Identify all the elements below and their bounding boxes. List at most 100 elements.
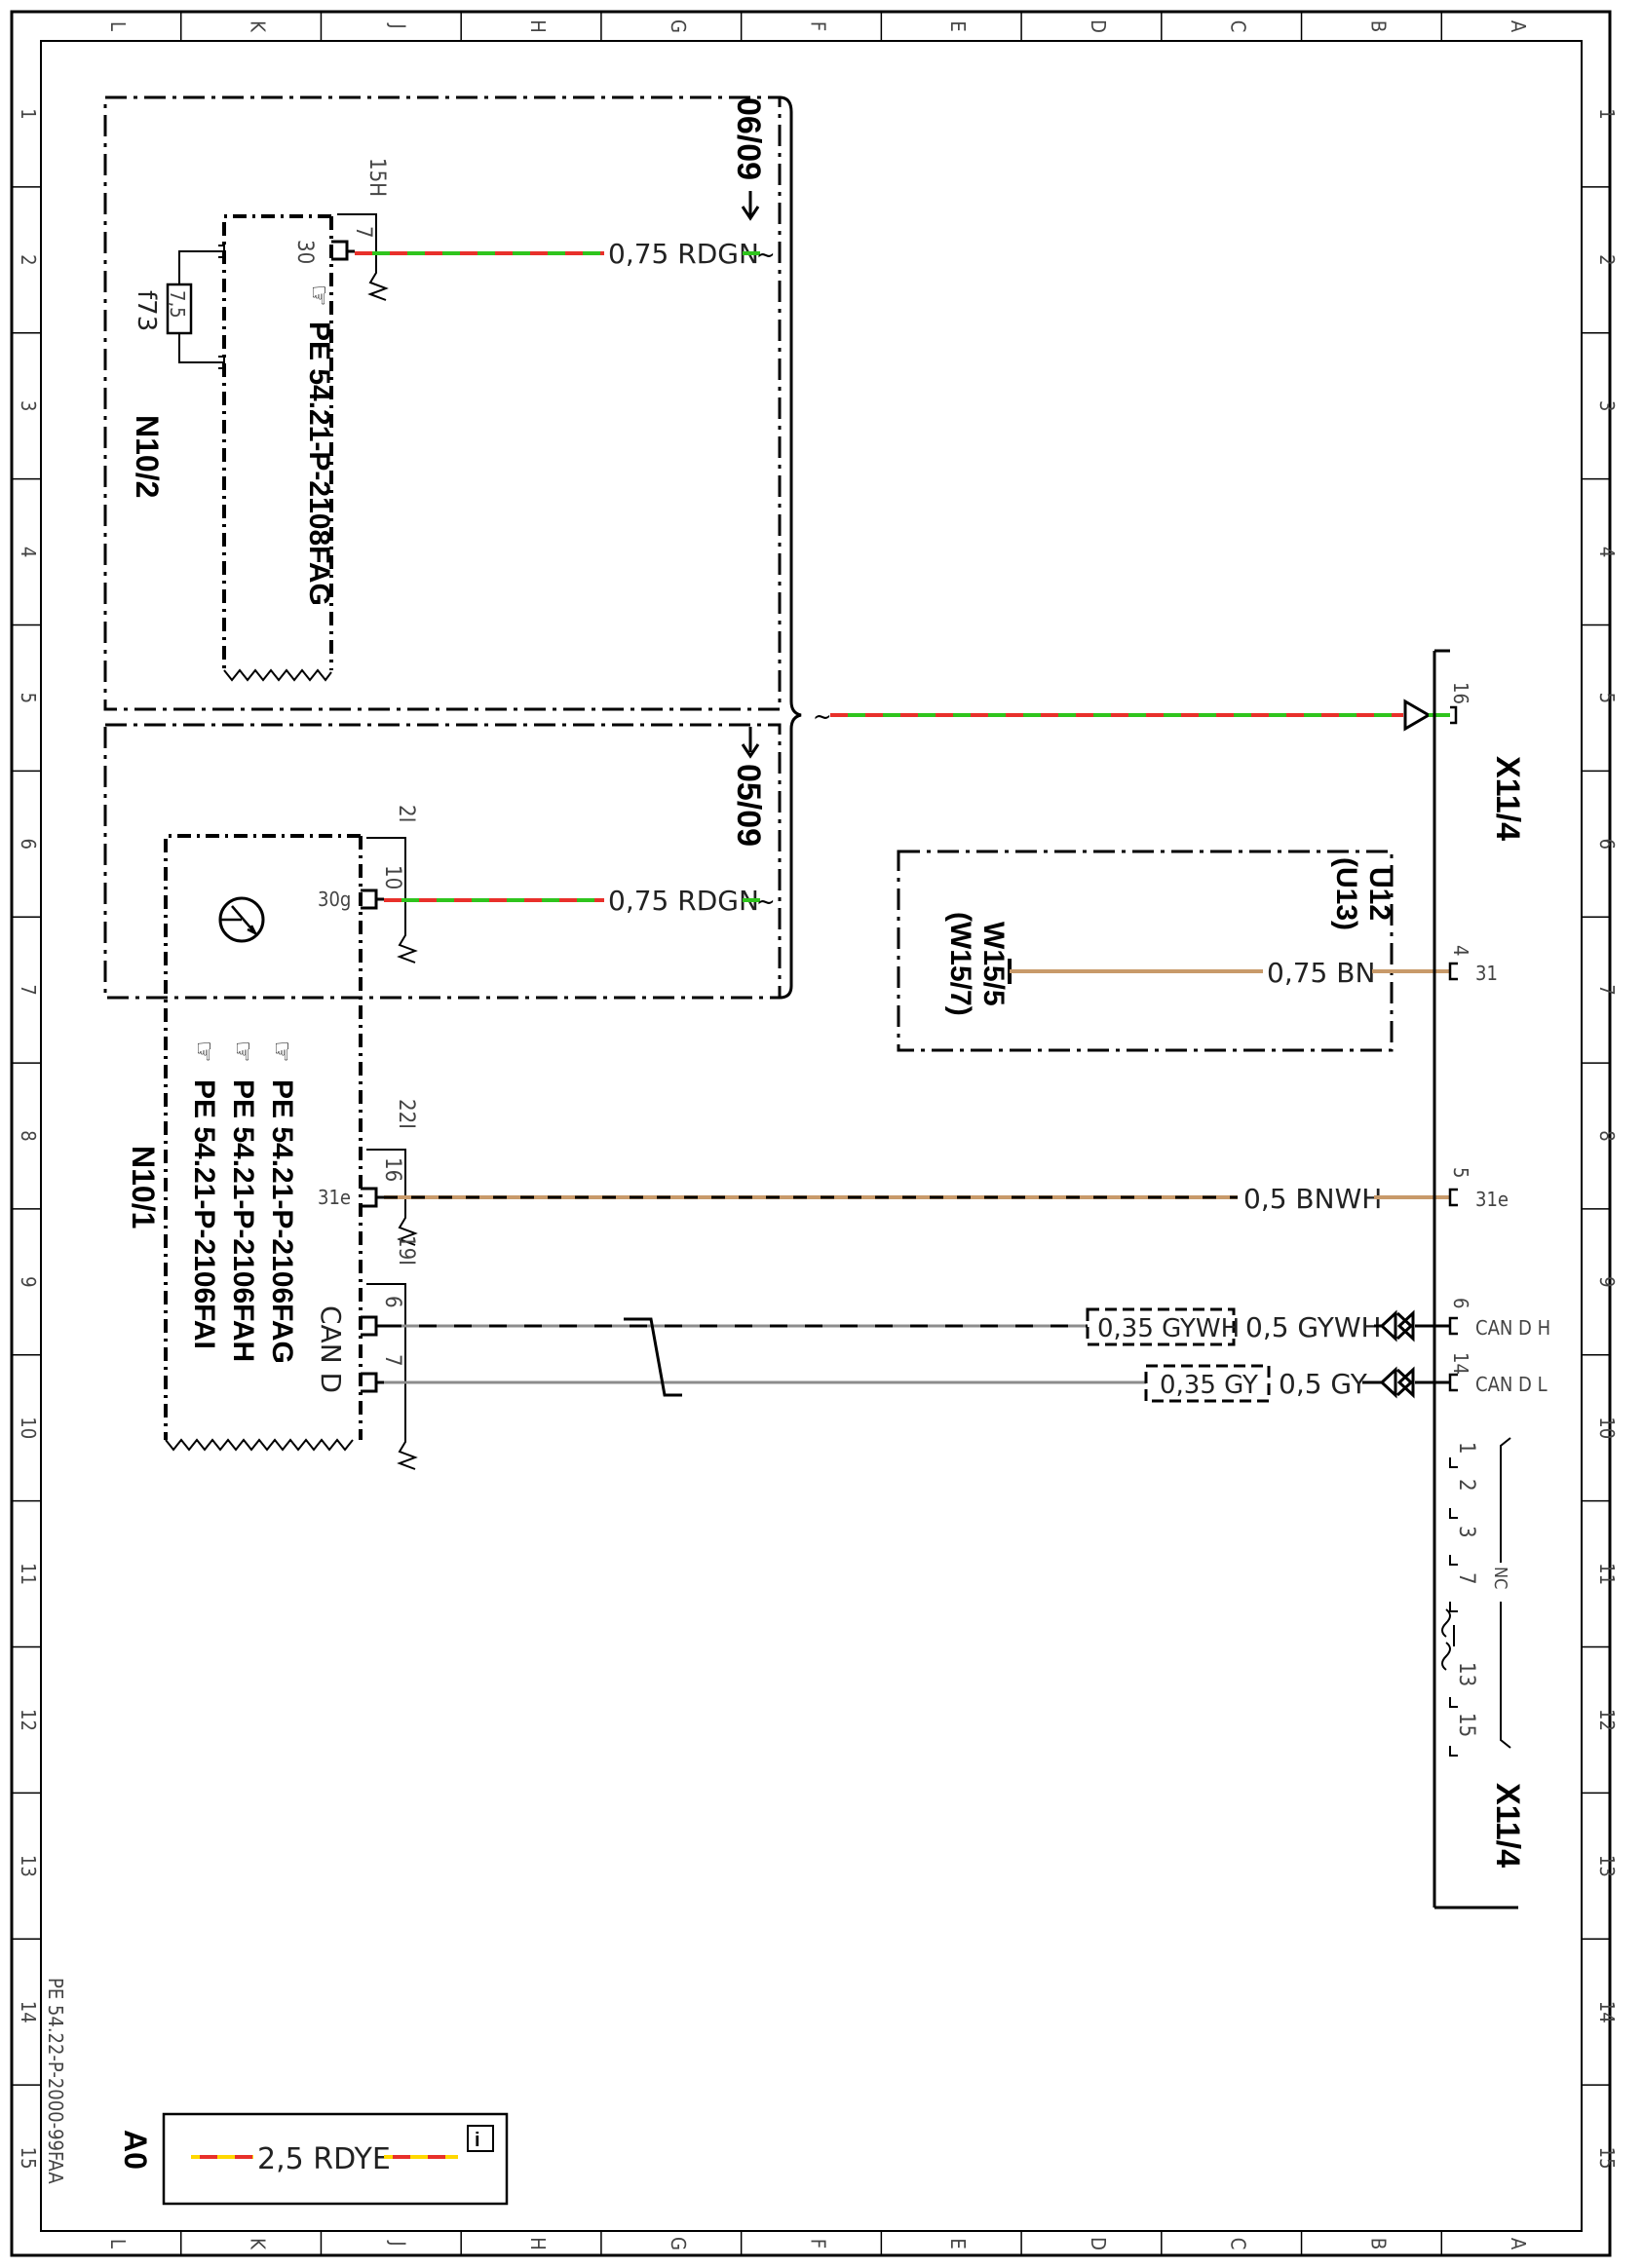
legend-sheet-letter: A0 <box>118 2130 153 2170</box>
row-label-left: 5 <box>17 693 40 703</box>
info-icon-glyph: i <box>475 2130 480 2151</box>
x11-pin-4-num: 4 <box>1449 945 1472 956</box>
n10-1-doc-icon-1: ☞ <box>266 1040 298 1063</box>
row-label-left: 2 <box>17 254 40 265</box>
connector-19i-bracket <box>366 1283 418 1470</box>
column-label-bottom: G <box>667 2237 690 2250</box>
row-label-right: 11 <box>1595 1563 1619 1585</box>
column-label-bottom: H <box>526 2237 550 2250</box>
wire-legend: i 2,5 RDYE A0 <box>118 2112 509 2206</box>
wire-rdgn-1-label: 0,75 RDGN <box>608 238 759 270</box>
x11-nc-bracket <box>1500 1437 1511 1749</box>
connector-2i-pin: 10 <box>380 865 404 889</box>
ref-top: 06/09 <box>730 97 767 180</box>
row-label-left: 4 <box>17 547 40 557</box>
n10-1-zigzag <box>165 1438 354 1452</box>
ref-bottom-arrow <box>741 727 760 759</box>
column-label-bottom: L <box>106 2239 130 2249</box>
x11-pin-4-signal: 31 <box>1475 962 1498 985</box>
column-label-top: L <box>106 21 130 31</box>
can-l-inner-label: 0,35 GY <box>1160 1371 1258 1400</box>
column-label-top: G <box>667 19 690 33</box>
wire-bn-label: 0,75 BN <box>1267 957 1375 989</box>
x11-pin-6-num: 6 <box>1449 1298 1472 1308</box>
row-label-right: 9 <box>1595 1276 1619 1287</box>
can-l-label: 0,5 GY <box>1279 1368 1368 1400</box>
info-icon <box>467 2125 494 2152</box>
wire-bn: 0,75 BN <box>1010 957 1450 989</box>
x11-4-name-bottom: X11/4 <box>1489 1783 1526 1868</box>
row-label-left: 12 <box>17 1709 40 1731</box>
column-label-top: C <box>1227 20 1250 33</box>
wire-rdgn-1: 0,75 RDGN ~ <box>355 238 776 270</box>
n10-1-doc-icon-3: ☞ <box>188 1040 220 1063</box>
column-label-top: E <box>946 20 970 31</box>
x11-pin-16-num: 16 <box>1449 682 1472 704</box>
n10-1-doc-2: PE 54.21-P-2106FAH <box>227 1079 259 1362</box>
x11-4-bar <box>1433 649 1518 1909</box>
column-label-bottom: E <box>946 2238 970 2249</box>
n10-2-boundary <box>103 95 782 711</box>
wire-rdgn-2-label: 0,75 RDGN <box>608 885 759 917</box>
n10-1-doc-3: PE 54.21-P-2106FAI <box>188 1079 220 1349</box>
column-label-top: J <box>386 22 409 28</box>
row-label-right: 10 <box>1595 1417 1619 1439</box>
fuse-f73 <box>166 283 193 335</box>
row-label-right: 12 <box>1595 1709 1619 1731</box>
column-label-bottom: C <box>1227 2238 1250 2250</box>
n10-1-name: N10/1 <box>126 1146 161 1228</box>
can-h-connector <box>1374 1309 1450 1342</box>
row-label-right: 8 <box>1595 1130 1619 1141</box>
x11-pin-5-signal: 31e <box>1475 1188 1509 1211</box>
x11-pin-6-signal: CAN D H <box>1475 1316 1550 1340</box>
connector-19i-pin7: 7 <box>380 1354 404 1367</box>
row-label-right: 13 <box>1595 1855 1619 1877</box>
fuse-pin-top <box>218 245 225 258</box>
column-label-top: D <box>1087 19 1110 33</box>
x11-nc-pin-15: 15 <box>1454 1713 1478 1737</box>
pin-30-label: 30 <box>292 240 317 264</box>
connector-2i-bracket <box>366 837 418 964</box>
w15-5-name: W15/5 <box>977 922 1010 1006</box>
x11-4-connector: X11/4 X11/4 16 4 31 5 31e 6 CAN D H 14 C… <box>1433 649 1550 1909</box>
column-label-bottom: J <box>386 2240 409 2246</box>
sensor-arrow <box>220 905 258 936</box>
column-label-top: A <box>1507 20 1530 33</box>
x11-nc-break <box>1441 1608 1455 1671</box>
row-label-left: 3 <box>17 400 40 411</box>
n10-2-doc-icon: ☞ <box>303 284 335 307</box>
wire-rdgn-2: 0,75 RDGN ~ <box>384 885 776 917</box>
u12-boundary <box>897 850 1394 1052</box>
can-d-label: CAN D <box>315 1305 347 1393</box>
x11-pin-5-num: 5 <box>1449 1167 1472 1178</box>
row-label-right: 7 <box>1595 984 1619 995</box>
wire-bnwh: 0,5 BNWH <box>384 1183 1450 1215</box>
row-label-right: 1 <box>1595 108 1619 119</box>
row-label-left: 8 <box>17 1130 40 1141</box>
column-label-bottom: F <box>807 2239 830 2249</box>
wire-break-2: ~ <box>756 888 776 917</box>
column-label-bottom: A <box>1507 2238 1530 2250</box>
wire-can-h: 0,35 GYWH 0,5 GYWH <box>384 1307 1450 1346</box>
row-label-right: 15 <box>1595 2147 1619 2170</box>
row-label-left: 15 <box>17 2147 40 2170</box>
pin-30g-label: 30g <box>318 888 351 911</box>
fuse-name: f73 <box>132 290 161 331</box>
u12-module: U12 (U13) W15/5 (W15/7) <box>897 850 1395 1052</box>
connector-19i: 19I <box>394 1235 418 1266</box>
x11-pin-14-signal: CAN D L <box>1475 1373 1547 1396</box>
x11-pin-6 <box>1448 1316 1458 1336</box>
can-h-shield <box>1086 1307 1236 1346</box>
can-h-inner-label: 0,35 GYWH <box>1097 1314 1240 1343</box>
connector-2i: 2I <box>394 805 418 822</box>
x11-pin-4 <box>1448 962 1458 981</box>
x11-nc-label: NC <box>1490 1567 1510 1589</box>
connector-22i-pin: 16 <box>380 1157 404 1182</box>
connector-22i-pin16 <box>361 1187 384 1208</box>
connector-22i: 22I <box>394 1099 418 1129</box>
fuse-value: 7,5 <box>166 290 189 319</box>
row-label-left: 9 <box>17 1276 40 1287</box>
sheet-outer-frame <box>10 10 1612 2257</box>
connector-15h-pin: 7 <box>351 226 375 239</box>
